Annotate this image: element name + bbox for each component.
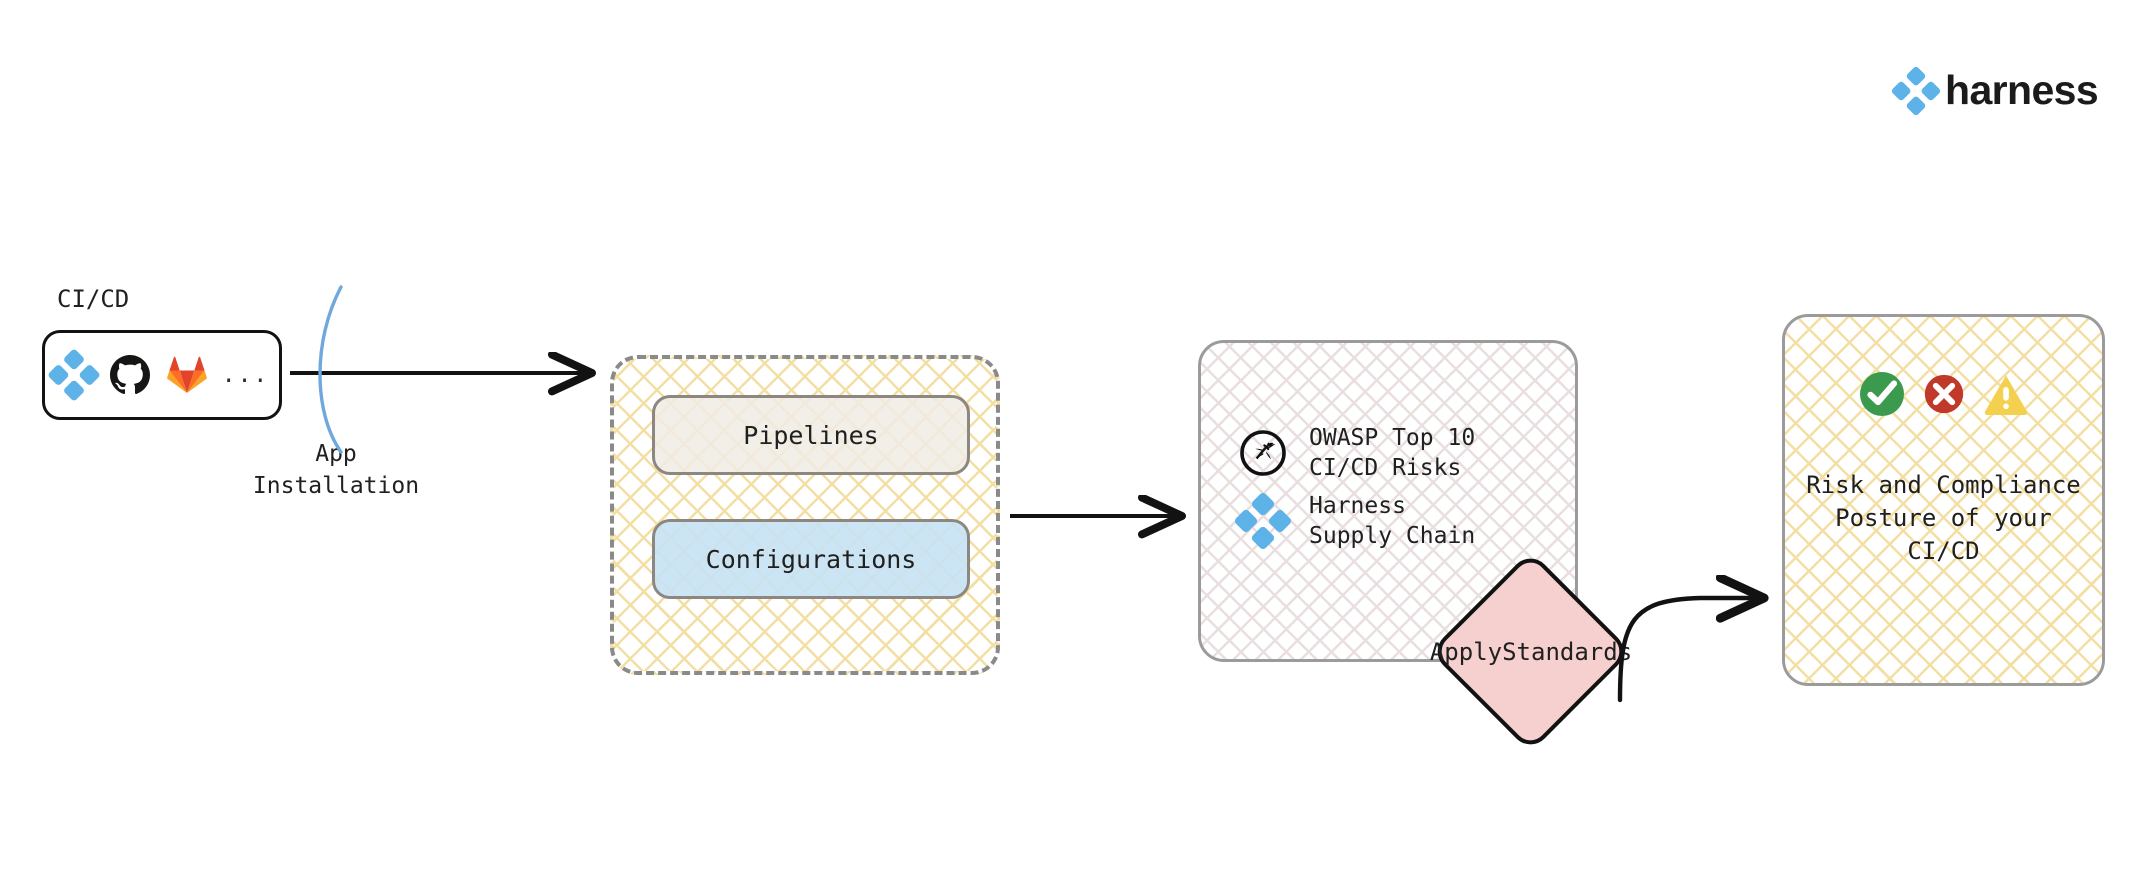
github-octocat-icon: [109, 355, 150, 395]
standard-item-owasp: OWASP Top 10 CI/CD Risks: [1239, 423, 1475, 484]
standard-harness-line-2: Supply Chain: [1309, 523, 1476, 550]
gitlab-fox-icon: [166, 355, 207, 395]
cicd-group-label: CI/CD: [57, 285, 130, 313]
outcome-line-3: CI/CD: [1907, 537, 1980, 566]
harness-diamond-icon: [1233, 491, 1293, 552]
arrow-decision-to-outcome: [1617, 598, 1762, 703]
standard-owasp-line-2: CI/CD Risks: [1309, 455, 1462, 482]
warning-triangle-icon: [1983, 373, 2029, 415]
card-pipelines-label: Pipelines: [743, 420, 879, 450]
check-circle-icon: [1859, 371, 1905, 417]
cicd-tools-box: ...: [42, 330, 282, 420]
app-installation-line-2: Installation: [252, 473, 420, 500]
owasp-dragonfly-icon: [1239, 429, 1287, 477]
brand-wordmark: harness: [1945, 67, 2099, 113]
app-installation-line-1: App: [315, 441, 357, 467]
harness-brand-logo: harness: [1890, 65, 2099, 116]
decision-line-1: Apply: [1429, 637, 1503, 666]
harness-diamond-icon: [46, 348, 101, 402]
card-pipelines[interactable]: Pipelines: [652, 395, 970, 475]
outcome-line-2: Posture of your: [1835, 504, 2052, 533]
standard-harness-line-1: Harness: [1309, 493, 1406, 519]
card-configurations-label: Configurations: [705, 544, 917, 574]
ellipsis-icon: ...: [221, 362, 270, 388]
decision-line-2: Standards: [1502, 637, 1633, 666]
app-installation-arc: [318, 285, 343, 454]
standard-owasp-line-1: OWASP Top 10: [1309, 425, 1476, 451]
card-configurations[interactable]: Configurations: [652, 519, 970, 599]
artifacts-stage-box: Pipelines Configurations: [610, 355, 1000, 675]
harness-diamond-icon: [1890, 65, 1942, 116]
x-circle-icon: [1923, 373, 1965, 415]
outcome-line-1: Risk and Compliance: [1806, 471, 2081, 499]
outcome-status-icons: [1785, 371, 2102, 417]
standard-owasp-text: OWASP Top 10 CI/CD Risks: [1309, 423, 1475, 484]
